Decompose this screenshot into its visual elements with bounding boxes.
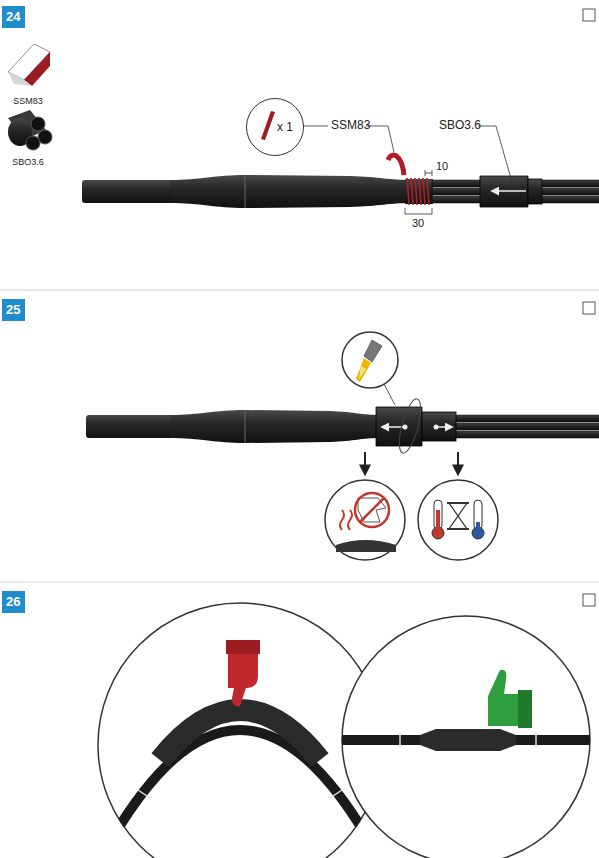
step-number: 26 [2, 591, 25, 613]
step-number-text: 25 [6, 302, 20, 317]
quantity-callout: x 1 [246, 98, 304, 156]
quantity-text: x 1 [277, 120, 293, 134]
step-number-text: 24 [6, 9, 20, 24]
cable-joint [86, 397, 599, 455]
part-name: SBO3.6 [439, 119, 481, 132]
cooling-icon [418, 480, 498, 560]
tape-icon [8, 44, 50, 86]
leader-line [303, 126, 512, 182]
part-name: SSM83 [331, 119, 370, 132]
torch-callout [342, 332, 398, 405]
part-name: SBO3.6 [12, 158, 44, 168]
arrow [365, 452, 458, 474]
step-number-text: 26 [6, 594, 20, 609]
wrong-bending [98, 603, 382, 858]
dimension: 30 [412, 217, 424, 229]
cable-joint [82, 155, 599, 208]
hot-warning-icon [325, 480, 405, 560]
tape-strip-icon [247, 99, 302, 154]
dimension-bracket [405, 170, 432, 214]
step-number: 25 [2, 299, 25, 321]
correct-straight [340, 616, 599, 858]
separator [0, 290, 599, 582]
breakout-icon [8, 110, 52, 150]
part-name: SSM83 [13, 97, 43, 107]
dimension: 10 [436, 160, 448, 172]
step-number: 24 [2, 6, 25, 28]
checkbox [583, 9, 595, 606]
